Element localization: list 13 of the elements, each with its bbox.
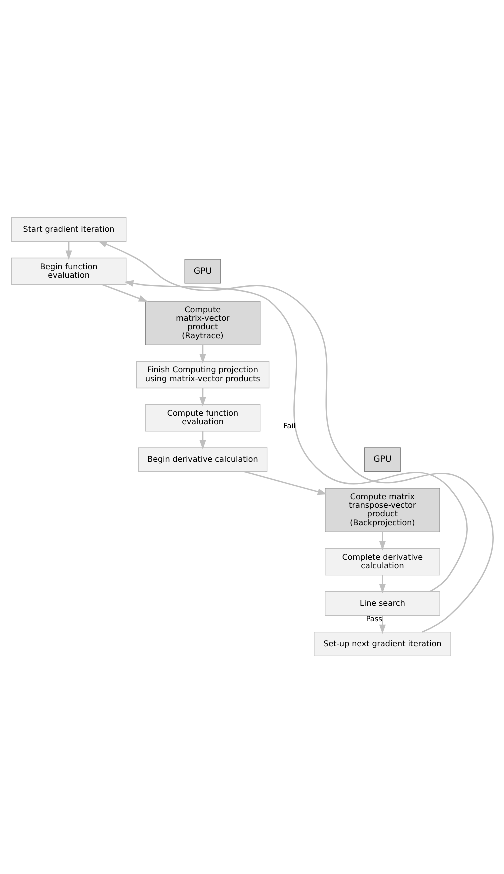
- arrow: [65, 242, 72, 260]
- arrow: [97, 240, 494, 633]
- arrow: [199, 345, 206, 364]
- arrow: [102, 284, 148, 302]
- arrow: [124, 280, 468, 592]
- arrow: [378, 575, 386, 594]
- node-box: GPU: [184, 259, 221, 284]
- arrow: [199, 388, 206, 407]
- arrow: [378, 616, 386, 634]
- arrow: [244, 471, 327, 496]
- node-box: GPU: [364, 448, 400, 472]
- arrow: [378, 532, 386, 551]
- arrow: [199, 432, 206, 450]
